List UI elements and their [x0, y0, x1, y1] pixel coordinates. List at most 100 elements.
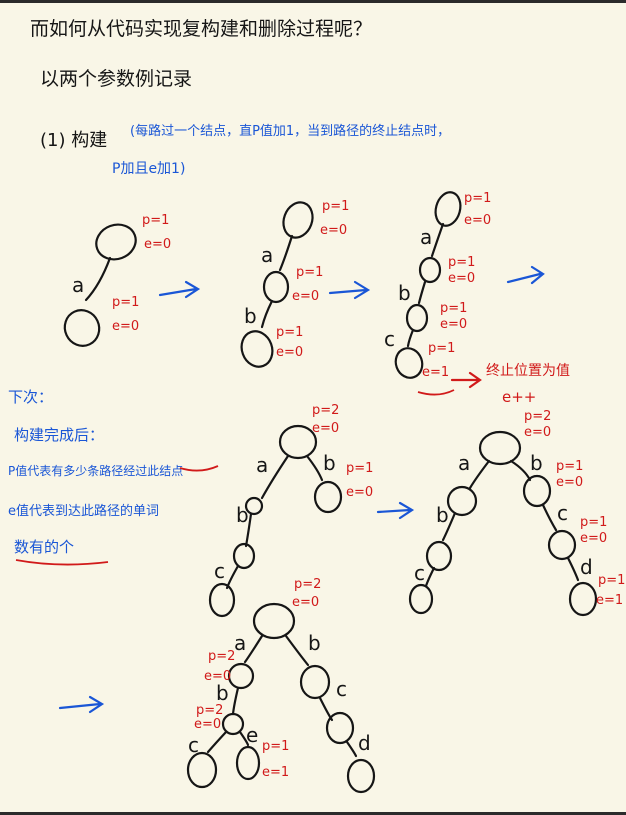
trie-node — [325, 711, 355, 745]
terminal-expr: e++ — [502, 388, 537, 406]
arrow-icon — [376, 501, 415, 520]
trie-edge — [509, 459, 532, 482]
side-note-2: P值代表有多少条路径经过此结点 — [8, 464, 184, 478]
trie-edge — [541, 503, 558, 532]
side-note-4: 数有的个 — [14, 538, 75, 556]
e-label: e=0 — [276, 345, 303, 360]
trie-node — [186, 751, 218, 789]
edge-label: a — [72, 273, 84, 297]
e-label: e=0 — [448, 271, 475, 286]
arrow-icon — [506, 265, 545, 285]
e-label: e=1 — [262, 765, 289, 780]
p-label: p=1 — [428, 341, 455, 356]
edge-label: d — [580, 555, 593, 579]
edge-label: a — [420, 225, 432, 249]
trie-node — [434, 191, 462, 227]
trie-edge — [468, 459, 491, 490]
trie-edge — [441, 511, 457, 542]
trie-edge — [243, 634, 264, 664]
edge-label: b — [530, 451, 543, 475]
p-label: p=1 — [296, 265, 323, 280]
e-label: e=0 — [312, 421, 339, 436]
trie-node — [522, 474, 552, 508]
trie-edge — [206, 730, 228, 754]
edge-label: b — [236, 503, 249, 527]
step-description-1: (每路过一个结点，直P值加1，当到路径的终止结点时， — [130, 124, 451, 139]
trie-node — [227, 662, 255, 690]
top-border — [0, 0, 626, 3]
p-label: p=1 — [448, 255, 475, 270]
arrow-icon — [328, 280, 371, 300]
edge-label: b — [216, 681, 229, 705]
edge-label: b — [244, 304, 257, 328]
p-label: p=1 — [276, 325, 303, 340]
edge-label: c — [188, 733, 199, 757]
trie-node — [446, 485, 478, 517]
bottom-border — [0, 812, 626, 815]
trie-node — [63, 309, 101, 347]
e-label: e=0 — [112, 319, 139, 334]
underline-mark — [417, 389, 455, 396]
edge-label: b — [436, 503, 449, 527]
p-label: p=1 — [440, 301, 467, 316]
trie-node — [568, 581, 598, 617]
edge-label: a — [234, 631, 246, 655]
trie-edge — [430, 222, 445, 258]
p-label: p=2 — [294, 577, 321, 592]
arrow-icon — [450, 371, 482, 389]
p-label: p=1 — [322, 199, 349, 214]
arrow-icon — [58, 695, 105, 714]
p-label: p=2 — [196, 703, 223, 718]
edge-label: c — [336, 677, 347, 701]
p-label: p=1 — [464, 191, 491, 206]
trie-node — [232, 542, 256, 570]
underline-mark — [15, 559, 109, 566]
trie-node — [425, 540, 453, 572]
trie-edge — [566, 556, 580, 582]
trie-node — [478, 430, 522, 466]
trie-edge — [417, 280, 427, 305]
side-note-1: 构建完成后： — [14, 426, 105, 444]
trie-node — [208, 582, 236, 618]
trie-node — [394, 347, 424, 379]
e-label: e=0 — [440, 317, 467, 332]
edge-label: c — [384, 327, 395, 351]
trie-node — [252, 602, 296, 640]
trie-node — [346, 758, 376, 794]
e-label: e=0 — [320, 223, 347, 238]
trie-edge — [260, 454, 290, 500]
e-label: e=0 — [194, 717, 221, 732]
trie-edge — [318, 696, 334, 722]
e-label: e=0 — [292, 595, 319, 610]
trie-edge — [225, 564, 240, 590]
terminal-note: 终止位置为值 — [486, 363, 570, 379]
arrow-icon — [158, 280, 201, 299]
trie-node — [408, 583, 434, 615]
trie-node — [244, 496, 264, 516]
p-label: p=2 — [208, 649, 235, 664]
p-label: p=1 — [598, 573, 625, 588]
edge-label: a — [261, 243, 273, 267]
p-label: p=2 — [524, 409, 551, 424]
trie-edge — [406, 328, 415, 348]
p-label: p=1 — [580, 515, 607, 530]
edge-label: b — [323, 451, 336, 475]
trie-node — [313, 480, 343, 514]
trie-node — [240, 330, 274, 368]
e-label: e=1 — [596, 593, 623, 608]
e-label: e=0 — [464, 213, 491, 228]
e-label: e=1 — [422, 365, 449, 380]
e-label: e=0 — [346, 485, 373, 500]
trie-edge — [345, 740, 358, 758]
trie-node — [282, 201, 314, 239]
trie-node — [547, 529, 577, 561]
p-label: p=1 — [142, 213, 169, 228]
trie-node — [418, 256, 442, 284]
p-label: p=1 — [346, 461, 373, 476]
edge-label: b — [308, 631, 321, 655]
trie-edge — [84, 256, 112, 302]
trie-edge — [260, 299, 274, 329]
edge-label: b — [398, 281, 411, 305]
trie-node — [299, 664, 331, 700]
